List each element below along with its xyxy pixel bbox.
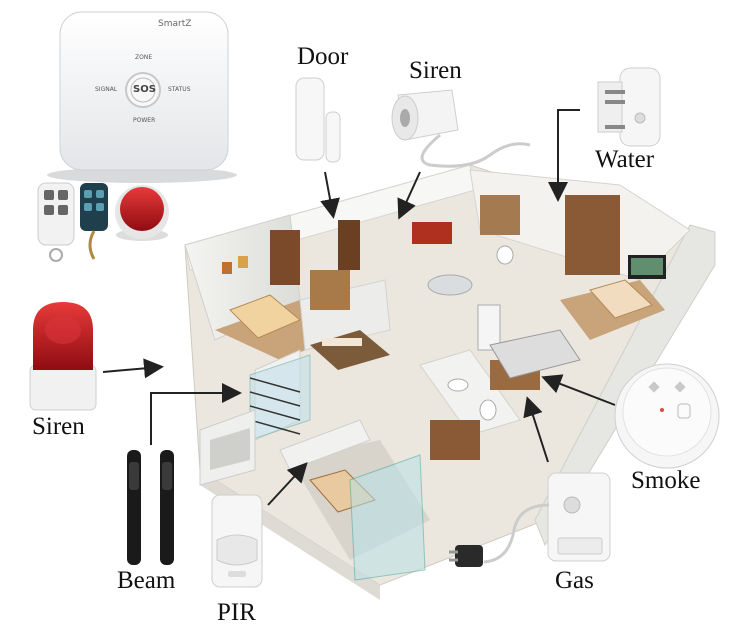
alarm-hub	[47, 11, 237, 183]
hub-brand-text: SmartZ	[158, 19, 192, 29]
beam-detectors	[127, 450, 174, 565]
door-sensor	[295, 77, 341, 163]
hub-signal-label: SIGNAL	[95, 86, 118, 93]
siren-left-label: Siren	[32, 413, 85, 440]
gas-detector	[449, 472, 611, 567]
remote-controls	[37, 182, 169, 262]
hub-power-label: POWER	[133, 117, 156, 124]
beam-label: Beam	[117, 567, 176, 594]
gas-label: Gas	[555, 567, 594, 594]
smoke-detector	[614, 363, 720, 469]
smoke-label: Smoke	[631, 467, 701, 494]
hub-sos-text: SOS	[133, 84, 156, 95]
siren-top-label: Siren	[409, 57, 462, 84]
pointer-arrows	[102, 109, 616, 506]
outdoor-siren	[29, 302, 97, 411]
panic-button	[120, 187, 164, 231]
pir-sensor	[211, 494, 263, 588]
water-sensor	[597, 67, 661, 147]
hub-zone-label: ZONE	[135, 54, 153, 61]
pir-label: PIR	[217, 599, 256, 626]
door-label: Door	[297, 43, 349, 70]
hub-status-label: STATUS	[168, 86, 191, 93]
water-label: Water	[595, 146, 655, 173]
indoor-siren	[391, 89, 531, 168]
